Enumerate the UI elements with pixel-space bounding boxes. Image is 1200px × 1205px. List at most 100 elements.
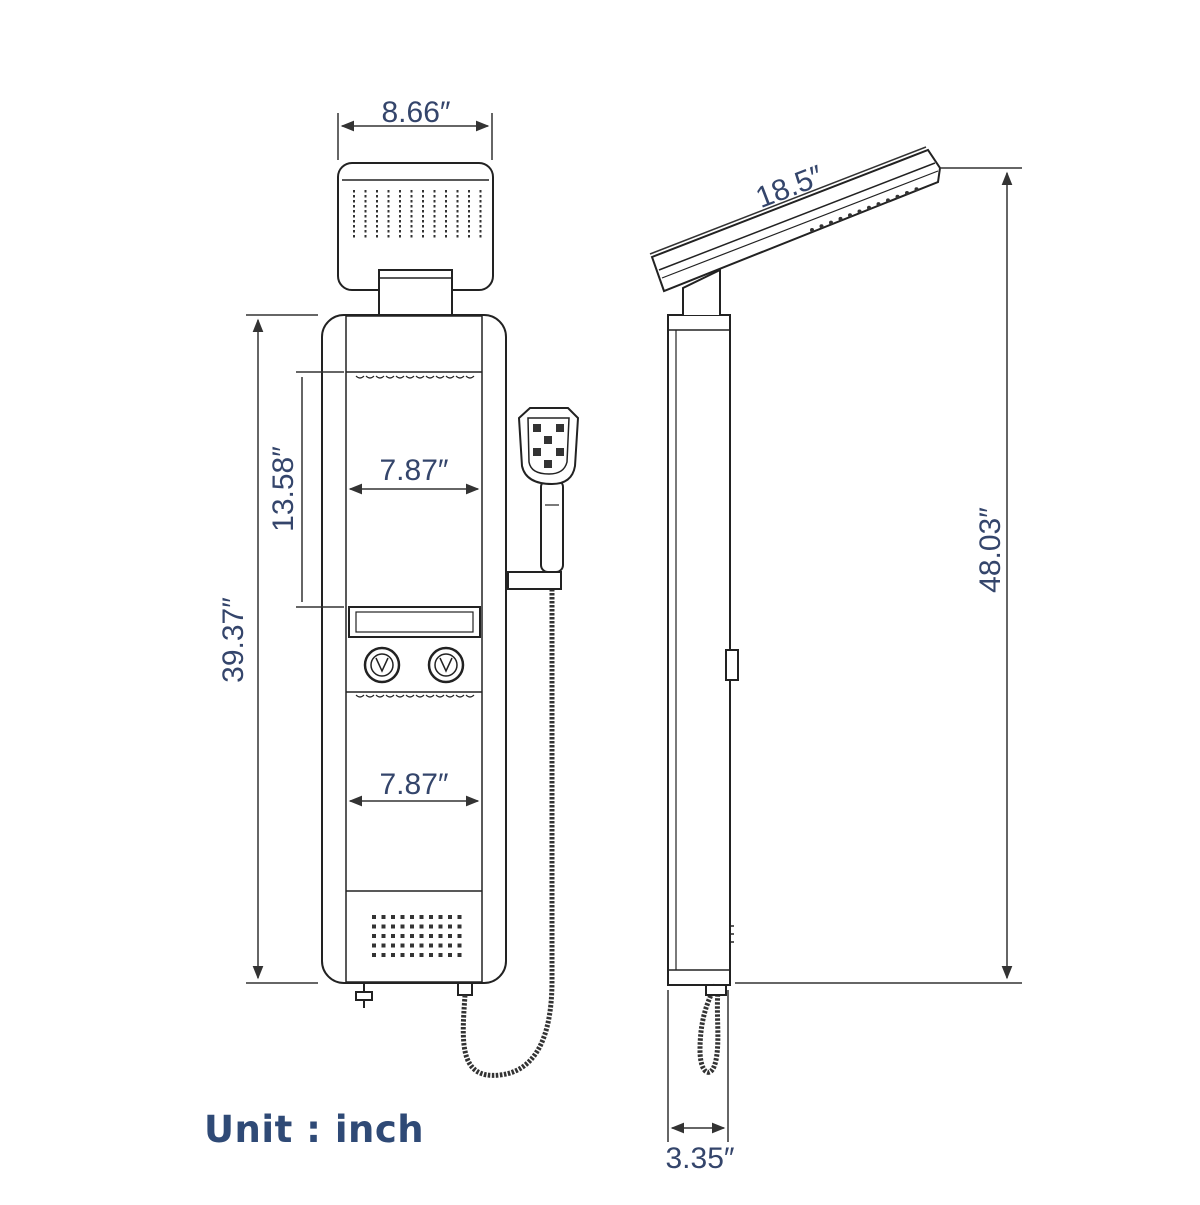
side-nozzle xyxy=(905,191,909,195)
body-jet xyxy=(429,915,433,919)
body-jet xyxy=(381,934,386,938)
front-panel-body xyxy=(321,314,507,984)
body-jet xyxy=(381,915,386,919)
hand-shower-holder xyxy=(507,571,562,590)
body-jet xyxy=(448,943,452,948)
body-jet-grid xyxy=(372,915,462,957)
shelf xyxy=(348,606,481,638)
side-nozzle xyxy=(810,228,814,232)
body-jet xyxy=(410,924,414,929)
mid-jet xyxy=(375,694,385,698)
top-jet xyxy=(405,375,415,379)
body-jet xyxy=(438,915,443,919)
hand-shower-nozzles xyxy=(533,424,564,468)
body-jet xyxy=(391,924,395,929)
body-jet xyxy=(448,934,452,938)
body-jet xyxy=(410,915,414,919)
body-jet xyxy=(429,953,433,957)
arm-length-dim-line xyxy=(649,146,927,255)
body-jet xyxy=(400,953,405,957)
body-jet xyxy=(438,934,443,938)
mid-jet xyxy=(425,694,435,698)
mid-jet xyxy=(395,694,405,698)
unit-label: Unit : inch xyxy=(204,1108,425,1151)
rain-shower-head xyxy=(337,162,494,291)
body-jet xyxy=(400,924,405,929)
body-jet xyxy=(457,953,462,957)
panel-width-upper-label: 7.87″ xyxy=(379,454,448,487)
hand-shower-hose xyxy=(460,590,555,1078)
body-jet xyxy=(400,934,405,938)
mid-jet xyxy=(455,694,465,698)
body-jet xyxy=(391,943,395,948)
hand-nozzle xyxy=(533,448,541,456)
body-jet xyxy=(391,915,395,919)
body-jet xyxy=(410,953,414,957)
top-jet xyxy=(395,375,405,379)
hand-shower xyxy=(517,407,580,573)
body-jet xyxy=(438,953,443,957)
mid-jet xyxy=(405,694,415,698)
front-view xyxy=(321,162,580,1078)
body-jet xyxy=(419,934,424,938)
inlet-fitting-left xyxy=(355,983,373,1008)
side-nozzle xyxy=(848,213,852,218)
body-jet xyxy=(419,943,424,948)
total-height-label: 48.03″ xyxy=(974,507,1007,593)
body-jet xyxy=(457,943,462,948)
valve-knob-right xyxy=(427,646,465,684)
body-jet xyxy=(457,924,462,929)
top-jet xyxy=(365,375,375,379)
side-head-nozzles xyxy=(810,187,919,232)
body-jet xyxy=(448,953,452,957)
side-nozzle xyxy=(829,220,833,225)
top-jet xyxy=(445,375,455,379)
head-nozzle-grid xyxy=(353,190,482,240)
body-jet xyxy=(429,934,433,938)
body-jet xyxy=(391,934,395,938)
top-jet xyxy=(425,375,435,379)
body-jet xyxy=(448,915,452,919)
side-head-neck xyxy=(682,268,721,315)
mid-jet xyxy=(365,694,375,698)
side-nozzle xyxy=(895,194,900,199)
mid-jet xyxy=(435,694,445,698)
mid-jet xyxy=(415,694,425,698)
side-shower-arm-head xyxy=(650,148,942,293)
body-jet xyxy=(391,953,395,957)
top-jet xyxy=(415,375,425,379)
hand-nozzle xyxy=(544,460,552,468)
outlet-fitting-right xyxy=(457,982,473,996)
body-jet xyxy=(372,915,376,919)
body-jet xyxy=(372,953,376,957)
top-jet xyxy=(385,375,395,379)
body-jet xyxy=(429,943,433,948)
top-jet xyxy=(355,375,365,379)
body-jet xyxy=(400,943,405,948)
side-view xyxy=(650,148,942,1075)
body-jet xyxy=(410,943,414,948)
body-jet xyxy=(457,915,462,919)
hand-nozzle xyxy=(533,424,541,432)
head-connector xyxy=(378,269,453,317)
depth-label: 3.35″ xyxy=(665,1142,734,1175)
mid-jet xyxy=(385,694,395,698)
body-jet xyxy=(429,924,433,929)
side-nozzle xyxy=(876,202,881,207)
body-jet xyxy=(381,943,386,948)
body-jet xyxy=(457,934,462,938)
mid-jet xyxy=(355,694,365,698)
body-jet xyxy=(372,934,376,938)
body-jet xyxy=(438,943,443,948)
body-jet xyxy=(372,924,376,929)
hand-nozzle xyxy=(544,436,552,444)
body-jet xyxy=(400,915,405,919)
head-width-label: 8.66″ xyxy=(381,96,450,129)
body-jet xyxy=(419,915,424,919)
side-nozzle xyxy=(857,209,862,214)
side-hose xyxy=(697,983,721,1075)
top-jet xyxy=(375,375,385,379)
body-jet xyxy=(372,943,376,948)
mid-jet xyxy=(445,694,455,698)
